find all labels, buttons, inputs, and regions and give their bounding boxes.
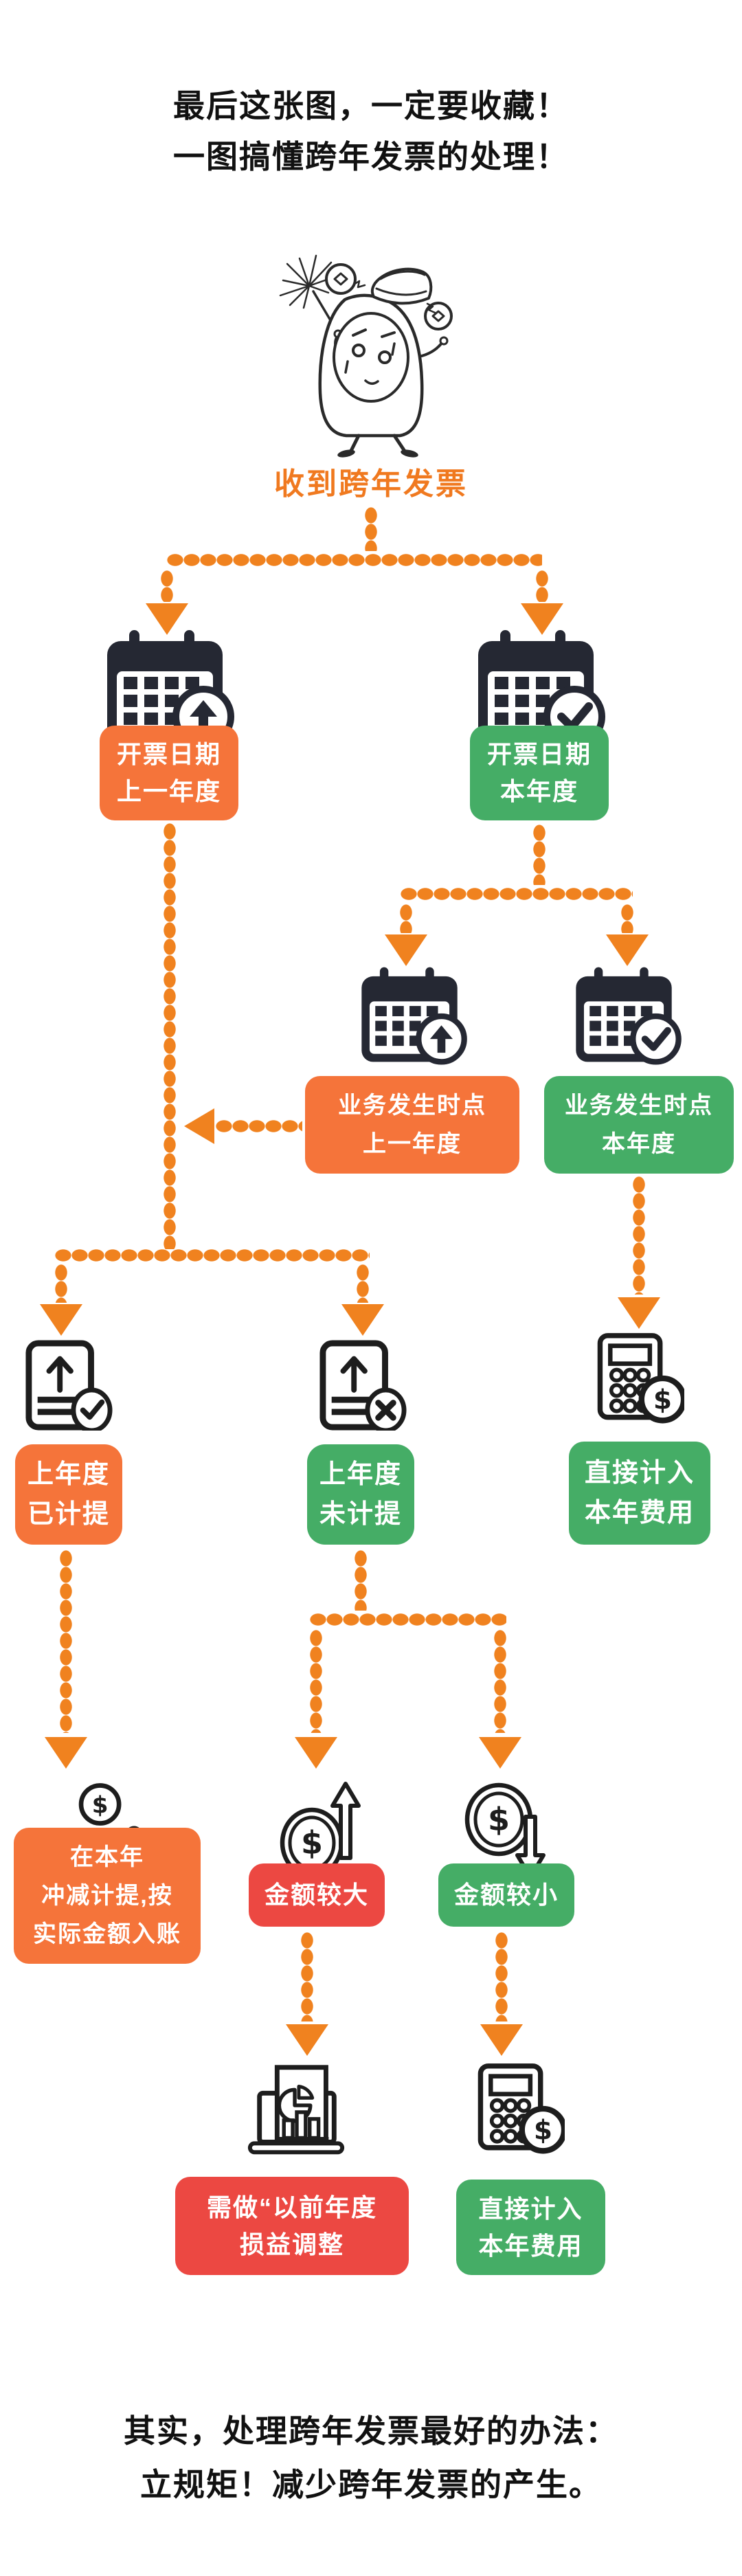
node-business-prev-year: 业务发生时点 上一年度 (305, 1076, 519, 1174)
node-invoice-prev-year: 开票日期 上一年度 (100, 726, 238, 820)
document-upload-check-icon (25, 1340, 113, 1431)
node-text: 金额较大 (264, 1881, 369, 1909)
arrow-down-icon (479, 1737, 521, 1769)
connector-amount-left-drop (310, 1630, 322, 1733)
connector-level2-horizontal (401, 888, 633, 900)
node-text: 已计提 (27, 1500, 110, 1529)
footer-line2: 立规矩！减少跨年发票的产生。 (140, 2467, 602, 2502)
node-amount-large: 金额较大 (249, 1863, 385, 1927)
node-text: 直接计入 (584, 1459, 695, 1488)
connector-right-column-vertical (633, 1176, 645, 1295)
arrow-down-icon (618, 1297, 660, 1329)
connector-amount-right-drop (494, 1630, 506, 1733)
connector-large-vertical (301, 1932, 313, 2021)
node-text: 实际金额入账 (33, 1921, 181, 1947)
node-prior-year-adjustment: 需做“以前年度 损益调整 (175, 2177, 409, 2275)
connector-level1-left-drop (161, 570, 173, 602)
node-text: 本年度 (602, 1131, 676, 1157)
arrow-down-icon (146, 603, 188, 635)
arrow-down-icon (286, 2024, 328, 2056)
arrow-down-icon (480, 2024, 523, 2056)
node-text: 未计提 (319, 1500, 402, 1529)
arrow-down-icon (295, 1737, 337, 1769)
connector-small-vertical (495, 1932, 508, 2021)
arrow-down-icon (341, 1304, 384, 1336)
node-text: 开票日期 (116, 740, 221, 768)
node-text: 金额较小 (453, 1881, 559, 1909)
arrow-down-icon (385, 934, 427, 966)
arrow-down-icon (45, 1737, 87, 1769)
connector-left-trunk (164, 823, 176, 1249)
calculator-dollar-icon (475, 2061, 565, 2156)
arrow-down-icon (606, 934, 649, 966)
connector-level1-horizontal (167, 554, 542, 566)
arrow-left-icon (184, 1108, 214, 1144)
connector-root-vertical (365, 507, 377, 551)
node-text: 损益调整 (239, 2230, 344, 2259)
document-upload-x-icon (319, 1340, 407, 1431)
arrow-down-icon (521, 603, 563, 635)
connector-level3-horizontal (55, 1249, 370, 1262)
node-invoice-this-year: 开票日期 本年度 (470, 726, 609, 820)
node-text: 上年度 (27, 1460, 110, 1489)
node-text: 冲减计提,按 (41, 1883, 173, 1909)
node-text: 本年费用 (584, 1499, 695, 1527)
node-text: 需做“以前年度 (206, 2193, 377, 2221)
page-title-line2: 一图搞懂跨年发票的处理！ (173, 139, 569, 175)
node-text: 上年度 (319, 1460, 402, 1489)
connector-level2-vertical (533, 825, 546, 885)
connector-amount-vertical (355, 1550, 367, 1611)
root-node-label: 收到跨年发票 (274, 467, 468, 501)
node-reverse-accrual: 在本年 冲减计提,按 实际金额入账 (14, 1828, 201, 1964)
node-text: 本年度 (499, 777, 578, 805)
arrow-down-icon (40, 1304, 82, 1336)
mascot-illustration (273, 253, 466, 459)
node-text: 直接计入 (478, 2194, 583, 2223)
connector-level1-right-drop (536, 570, 548, 602)
node-text: 业务发生时点 (565, 1093, 713, 1119)
node-direct-expense-bottom: 直接计入 本年费用 (456, 2180, 605, 2275)
node-text: 上一年度 (116, 777, 221, 805)
connector-level3-left-drop (55, 1264, 67, 1303)
node-text: 业务发生时点 (338, 1093, 486, 1119)
connector-level3-mid-drop (357, 1264, 369, 1303)
node-text: 在本年 (70, 1844, 144, 1870)
node-accrued-last-year: 上年度 已计提 (15, 1444, 122, 1545)
page-title-line1: 最后这张图，一定要收藏！ (173, 88, 569, 124)
calendar-check-icon (570, 966, 684, 1066)
node-text: 本年费用 (478, 2231, 583, 2260)
node-direct-expense-mid: 直接计入 本年费用 (569, 1442, 710, 1545)
laptop-chart-icon (242, 2061, 350, 2159)
connector-merge-horizontal (216, 1120, 302, 1132)
connector-amount-horizontal (310, 1613, 506, 1626)
connector-level2-right-drop (621, 904, 633, 933)
footer-line1: 其实，处理跨年发票最好的办法： (124, 2413, 618, 2449)
calculator-dollar-icon (595, 1332, 684, 1425)
node-text: 开票日期 (486, 740, 592, 768)
node-not-accrued-last-year: 上年度 未计提 (307, 1444, 414, 1545)
connector-accrued-vertical (60, 1550, 72, 1733)
node-amount-small: 金额较小 (438, 1863, 574, 1927)
connector-level2-left-drop (400, 904, 412, 933)
calendar-up-arrow-icon (356, 966, 470, 1066)
node-text: 上一年度 (363, 1131, 462, 1157)
node-business-this-year: 业务发生时点 本年度 (544, 1076, 734, 1174)
